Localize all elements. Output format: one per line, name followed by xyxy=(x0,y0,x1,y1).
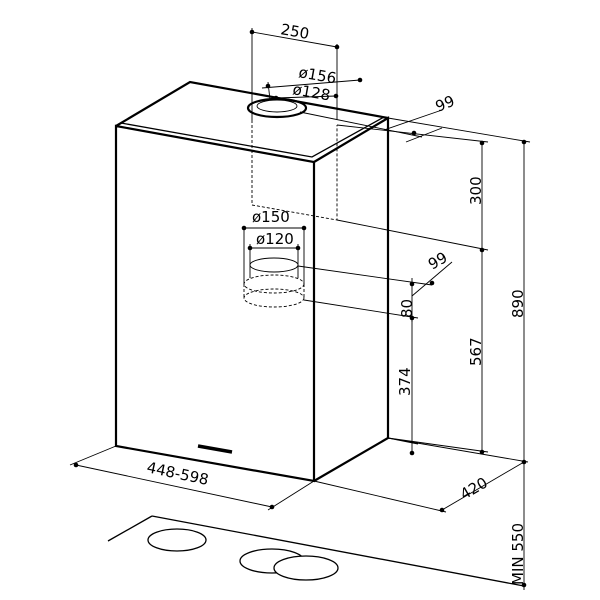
top-duct-hidden-outline xyxy=(251,120,338,221)
rear-outlet xyxy=(243,257,305,308)
mid-dimensions: ø150 ø120 99 80 374 xyxy=(241,208,453,456)
rear-outlet-outer-ring xyxy=(243,274,305,294)
hood-top-bevel xyxy=(120,116,385,158)
right-dimensions: 300 567 890 MIN 550 xyxy=(336,117,531,590)
top-dimensions: 250 ø156 ø128 99 xyxy=(249,20,457,143)
burner-left xyxy=(147,528,207,552)
dim-total-height: 890 xyxy=(509,289,527,318)
dim-hood-width: 448-598 xyxy=(145,458,210,489)
cooktop xyxy=(107,515,525,587)
rear-outlet-hidden-outline xyxy=(243,284,305,298)
cooktop-outline xyxy=(107,515,525,587)
hood-front-face xyxy=(114,124,316,483)
control-strip xyxy=(197,444,233,454)
burner-right-front xyxy=(273,555,339,581)
dim-mid-outlet-height: 80 xyxy=(398,299,416,318)
top-outlet-outer-ring xyxy=(246,97,308,119)
dim-min-clearance: MIN 550 xyxy=(509,523,527,585)
hood-side-face xyxy=(313,116,390,482)
dim-hood-depth: 420 xyxy=(457,474,491,504)
hood-top-face xyxy=(115,80,389,127)
dim-top-offset: 99 xyxy=(433,92,457,116)
rear-outlet-inner-ring xyxy=(249,257,299,273)
dim-top-duct-width: 250 xyxy=(279,20,310,43)
dim-mid-offset: 99 xyxy=(425,248,451,273)
top-outlet-inner-ring xyxy=(256,99,298,113)
dim-body-height: 567 xyxy=(467,337,485,366)
dim-upper-height: 300 xyxy=(467,176,485,205)
rear-outlet-lower-ring xyxy=(243,288,305,308)
dim-lower-height: 374 xyxy=(396,367,414,396)
dim-mid-inner-diameter: ø120 xyxy=(256,230,294,248)
dim-mid-outer-diameter: ø150 xyxy=(252,208,290,226)
